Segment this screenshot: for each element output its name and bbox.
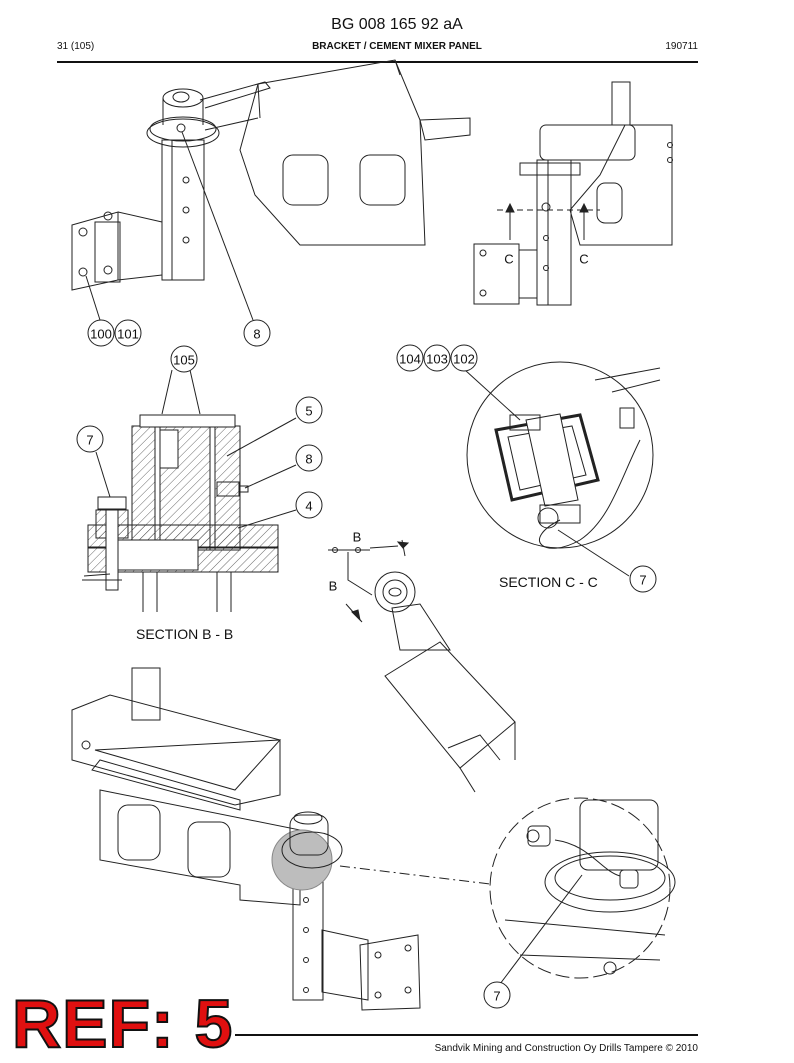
callout-101: 101 <box>117 327 139 342</box>
callout-7-right: 7 <box>639 573 646 588</box>
callout-7-bottom: 7 <box>493 989 500 1004</box>
callout-102: 102 <box>453 352 475 367</box>
section-c-c-view <box>464 361 661 577</box>
section-mark-c-right: C <box>579 252 588 267</box>
section-b-b-label: SECTION B - B <box>136 626 234 642</box>
callout-8-top: 8 <box>253 327 260 342</box>
footer-divider <box>235 1034 698 1036</box>
page-number: 31 (105) <box>57 41 95 52</box>
callout-100: 100 <box>90 327 112 342</box>
bracket-bottom-isometric <box>71 667 491 1011</box>
callout-105: 105 <box>173 353 195 368</box>
bracket-isometric-view <box>71 59 471 321</box>
section-mark-c-left: C <box>504 252 513 267</box>
footer-copyright: Sandvik Mining and Construction Oy Drill… <box>434 1043 698 1054</box>
bracket-side-view <box>473 81 673 306</box>
callout-4: 4 <box>305 499 312 514</box>
ref-stamp: REF: 5 <box>11 985 234 1063</box>
callout-8-mid: 8 <box>305 452 312 467</box>
section-mark-b-bottom: B <box>329 579 338 594</box>
document-number: BG 008 165 92 aA <box>331 16 463 33</box>
callout-7-left: 7 <box>86 433 93 448</box>
date-code: 190711 <box>665 41 698 52</box>
detail-circle-view <box>489 797 676 985</box>
section-b-b-view <box>82 369 297 612</box>
callout-103: 103 <box>426 352 448 367</box>
center-isometric-view <box>328 539 516 793</box>
section-c-c-label: SECTION C - C <box>499 574 598 590</box>
section-mark-b-top: B <box>353 530 362 545</box>
header-divider <box>57 61 698 63</box>
callout-104: 104 <box>399 352 421 367</box>
callout-circles <box>76 319 657 1009</box>
page-title: BRACKET / CEMENT MIXER PANEL <box>312 41 482 52</box>
callout-5: 5 <box>305 404 312 419</box>
